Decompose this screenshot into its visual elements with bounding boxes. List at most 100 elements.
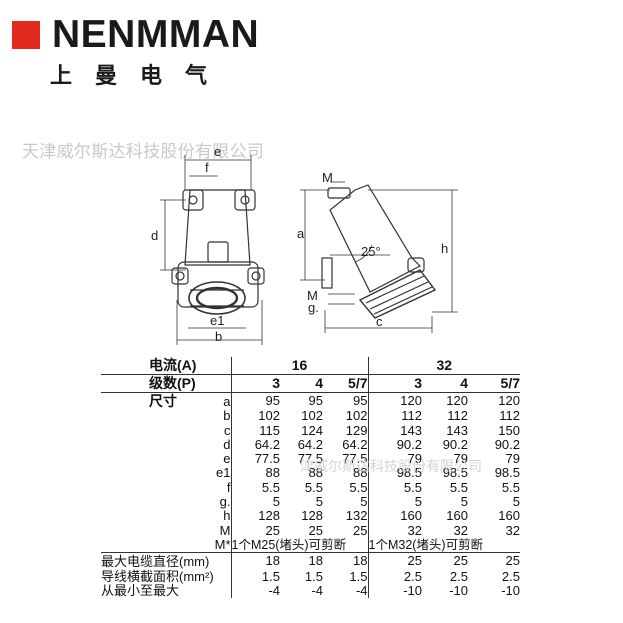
footer-label: 从最小至最大 <box>101 582 180 598</box>
row-label: a <box>223 394 231 409</box>
table-cell: 128 <box>230 509 280 524</box>
current-header-row: 电流(A) 16 32 <box>101 357 520 375</box>
table-cell: 88 <box>353 465 368 481</box>
pole-cell: 4 <box>422 374 468 393</box>
table-cell: 2.5 <box>367 569 422 584</box>
group-16-label: 16 <box>230 357 368 375</box>
table-cell: 18 <box>353 553 368 569</box>
table-cell: 5 <box>512 494 520 510</box>
table-cell: 2.5 <box>449 568 468 584</box>
table-cell: 160 <box>367 509 422 524</box>
table-cell: 115 <box>230 423 280 438</box>
brand-name: NENMMAN <box>52 13 260 56</box>
table-cell: 5.5 <box>367 480 422 496</box>
dim-label-g: g. <box>308 300 319 315</box>
poles-label: 级数(P) <box>101 374 231 393</box>
table-cell: 25 <box>230 523 280 538</box>
table-cell: 90.2 <box>494 436 520 452</box>
table-cell: 5.5 <box>449 479 468 495</box>
table-cell: 25 <box>453 553 468 569</box>
table-cell: 77.5 <box>230 451 280 467</box>
table-row: g. 5 5 5 5 5 5 <box>101 494 520 510</box>
table-cell: 128 <box>301 508 323 524</box>
footer-row: 从最小至最大 -4 -4 -4 -10 -10 -10 <box>101 582 520 599</box>
table-row: h 128 128 132 160 160 160 <box>101 508 520 524</box>
dim-label-h: h <box>441 241 448 256</box>
table-cell: 143 <box>446 422 468 438</box>
dim-label-f: f <box>205 160 209 175</box>
table-cell: 64.2 <box>297 436 323 452</box>
table-cell: 90.2 <box>367 437 422 453</box>
pole-cell: 3 <box>367 374 422 393</box>
table-cell: -10 <box>501 582 520 598</box>
dim-label-angle: 25° <box>361 244 381 259</box>
table-cell: 88 <box>308 465 323 481</box>
table-cell: 5 <box>367 494 422 510</box>
row-label: d <box>223 436 231 452</box>
footer-label: 导线横截面积(mm²) <box>101 568 214 584</box>
dim-label-b: b <box>215 329 222 344</box>
table-row: e1 88 88 88 98.5 98.5 98.5 <box>101 465 520 481</box>
dim-label-d: d <box>151 228 158 243</box>
side-view-dimensions <box>300 181 458 333</box>
table-cell: 160 <box>498 508 520 524</box>
row-label: b <box>223 408 231 424</box>
table-cell: 98.5 <box>367 466 422 481</box>
table-cell: 77.5 <box>342 451 368 467</box>
table-row: M 25 25 25 32 32 32 <box>101 522 520 538</box>
row-label: c <box>224 422 231 438</box>
technical-drawing: e f d e1 b M a h 25° M g. c <box>151 144 458 345</box>
table-cell: 120 <box>446 393 468 408</box>
current-label: 电流(A) <box>149 357 197 373</box>
table-row: f 5.5 5.5 5.5 5.5 5.5 5.5 <box>101 479 520 496</box>
table-cell: 1.5 <box>304 568 323 584</box>
table-row: b 102 102 102 112 112 112 <box>101 408 520 424</box>
dim-label-m-bottom: M <box>307 288 318 303</box>
row-label: M <box>219 522 231 538</box>
table-cell: 5.5 <box>304 479 323 495</box>
footer-label: 最大电缆直径(mm) <box>101 554 210 570</box>
table-cell: 120 <box>498 393 520 408</box>
pole-cell: 5/7 <box>468 374 520 393</box>
dim-label-m-top: M <box>322 170 333 185</box>
row-label: e <box>223 451 231 467</box>
watermark-overlay: 津威尔斯达科技股份有限公司 <box>300 459 482 475</box>
table-cell: 5 <box>460 494 468 510</box>
table-row: d 64.2 64.2 64.2 90.2 90.2 90.2 <box>101 436 520 453</box>
table-cell: 5.5 <box>349 479 368 495</box>
dim-label-e: e <box>214 144 221 159</box>
table-cell: 120 <box>367 392 422 410</box>
m-star-32: 1个M32(堵头)可剪断 <box>367 537 520 554</box>
table-cell: 112 <box>367 408 422 424</box>
table-cell: -4 <box>230 583 280 599</box>
brand-name-chinese: 上曼电气 <box>50 64 231 89</box>
table-cell: 1.5 <box>230 569 280 584</box>
table-cell: 143 <box>367 423 422 438</box>
dim-label-e1: e1 <box>210 313 224 328</box>
row-label: g. <box>219 494 231 510</box>
dim-label-a: a <box>297 226 305 241</box>
pole-cell: 5/7 <box>323 374 368 393</box>
table-cell: 95 <box>308 393 323 408</box>
pole-cell: 3 <box>230 374 280 393</box>
table-cell: 150 <box>498 422 520 438</box>
table-cell: 112 <box>499 408 520 424</box>
footer-row: 导线横截面积(mm²) 1.5 1.5 1.5 2.5 2.5 2.5 <box>101 568 520 584</box>
watermark-text: 天津威尔斯达科技股份有限公司 <box>22 142 265 162</box>
row-label: h <box>223 508 231 524</box>
table-cell: 79 <box>505 451 520 467</box>
table-cell: 112 <box>447 408 468 424</box>
table-cell: 32 <box>453 522 468 538</box>
table-cell: 5.5 <box>230 480 280 496</box>
table-cell: 25 <box>353 522 368 538</box>
table-cell: 25 <box>367 552 422 570</box>
table-row: c 115 124 129 143 143 150 <box>101 422 520 438</box>
table-cell: 90.2 <box>442 436 468 452</box>
table-cell: 79 <box>453 451 468 467</box>
m-star-16: 1个M25(堵头)可剪断 <box>230 537 368 554</box>
front-view <box>171 189 265 315</box>
table-cell: 25 <box>505 553 520 569</box>
table-cell: 160 <box>446 508 468 524</box>
